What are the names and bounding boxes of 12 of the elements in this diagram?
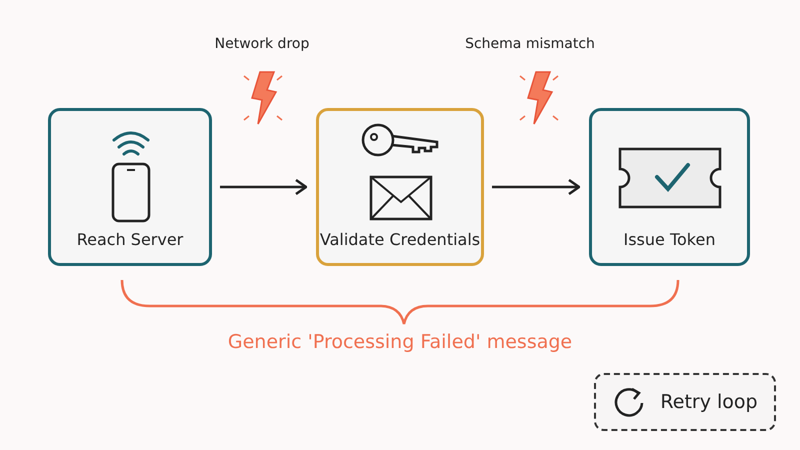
process-box <box>48 108 212 266</box>
node-label: Reach Server <box>76 230 184 249</box>
bracket-label: Generic 'Processing Failed' message <box>228 331 572 353</box>
arrow <box>492 178 580 196</box>
node-label: Issue Token <box>624 230 716 249</box>
failure-label: Network drop <box>214 36 310 52</box>
failure-label: Schema mismatch <box>465 36 595 52</box>
node-label: Retry loop <box>660 391 758 413</box>
arrow <box>220 178 308 196</box>
process-box <box>316 108 484 266</box>
node-label: Validate Credentials <box>320 230 480 249</box>
dashed-box <box>594 373 776 431</box>
